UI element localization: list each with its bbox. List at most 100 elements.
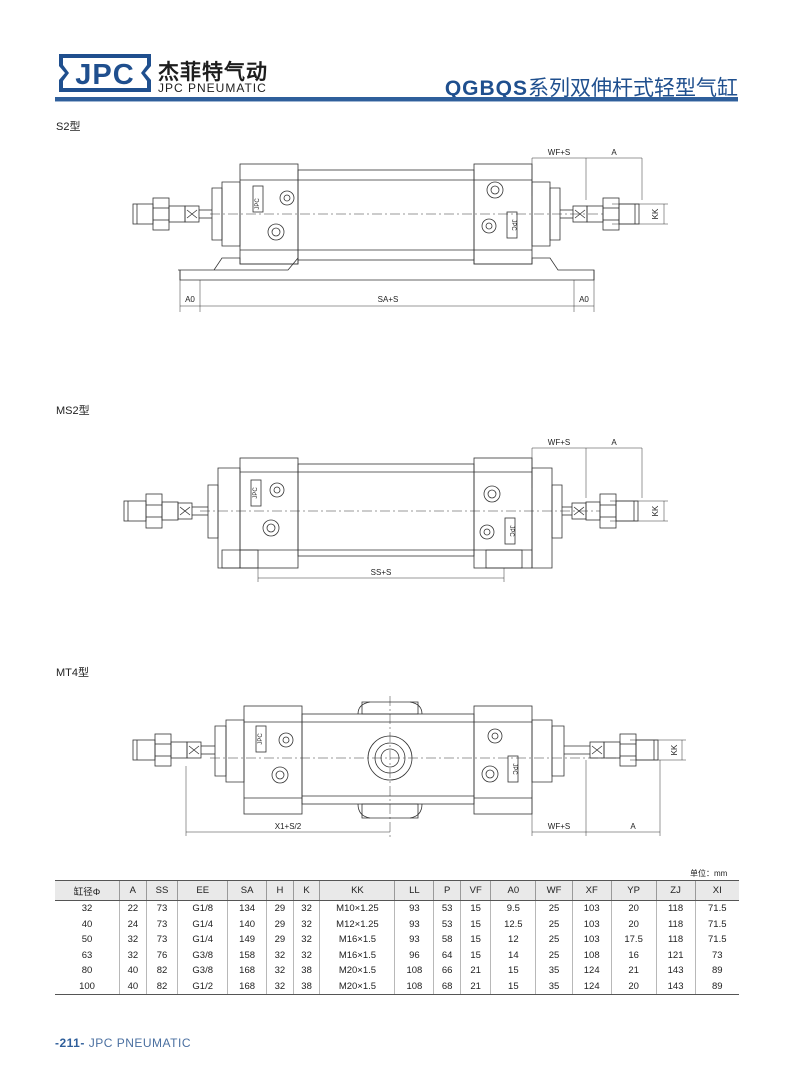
table-cell: 17.5 (610, 932, 657, 948)
table-cell: 73 (145, 916, 178, 932)
page-header: JPC 杰菲特气动 JPC PNEUMATIC QGBQS系列双伸杆式轻型气缸 (0, 0, 800, 110)
s2-dim-wf-s: WF+S (548, 148, 570, 157)
table-cell: 32 (266, 947, 294, 963)
table-cell: 53 (433, 916, 461, 932)
page-number: -211- (55, 1036, 85, 1050)
table-cell: 40 (119, 978, 147, 995)
table-cell: 32 (266, 963, 294, 979)
spec-table: 缸径Φ A SS EE SA H K KK LL P VF A0 WF XF Y… (55, 880, 739, 995)
table-cell: 38 (292, 978, 320, 995)
table-cell: 9.5 (490, 900, 536, 917)
table-cell: 82 (145, 978, 178, 995)
s2-dim-a0-left: A0 (185, 295, 195, 304)
table-cell: 143 (655, 963, 695, 979)
table-cell: 140 (227, 916, 267, 932)
s2-drawing: JPC JPC WF+S A KK A0 SA+S A0 (132, 148, 668, 312)
ms2-dim-ss-s: SS+S (371, 568, 392, 577)
table-header: EE (177, 880, 228, 901)
table-cell: 71.5 (694, 900, 739, 917)
table-cell: 108 (394, 963, 434, 979)
table-cell: 25 (535, 947, 573, 963)
table-header: SA (227, 880, 267, 901)
table-cell: M16×1.5 (319, 932, 395, 948)
table-cell: 21 (460, 978, 491, 995)
table-cell: 20 (610, 978, 657, 995)
table-cell: M20×1.5 (319, 978, 395, 995)
table-cell: G1/4 (177, 932, 228, 948)
s2-dim-a0-right: A0 (579, 295, 589, 304)
table-header: KK (319, 880, 395, 901)
table-cell: 29 (266, 900, 294, 917)
table-cell: 20 (610, 916, 657, 932)
table-cell: G1/8 (177, 900, 228, 917)
table-cell: 16 (610, 947, 657, 963)
table-cell: 73 (145, 900, 178, 917)
series-name: 系列双伸杆式轻型气缸 (528, 77, 738, 100)
table-header-row: 缸径Φ A SS EE SA H K KK LL P VF A0 WF XF Y… (55, 880, 739, 901)
table-cell: 73 (694, 947, 739, 963)
table-cell: 82 (145, 963, 178, 979)
ms2-left-badge: JPC (253, 487, 259, 499)
table-cell: 118 (655, 916, 695, 932)
table-cell: 89 (694, 963, 739, 979)
table-cell: 25 (535, 916, 573, 932)
table-cell: 29 (266, 932, 294, 948)
table-cell: 29 (266, 916, 294, 932)
page-footer: -211- JPC PNEUMATIC (55, 1036, 191, 1050)
table-cell: 89 (694, 978, 739, 995)
table-cell: M20×1.5 (319, 963, 395, 979)
table-cell: 66 (433, 963, 461, 979)
s2-dim-a: A (611, 148, 617, 157)
table-cell: 21 (610, 963, 657, 979)
mt4-right-badge: JPC (511, 763, 517, 775)
table-cell: G1/4 (177, 916, 228, 932)
table-cell: 73 (145, 932, 178, 948)
table-cell: 32 (119, 947, 147, 963)
table-cell: 118 (655, 932, 695, 948)
table-cell: 124 (571, 963, 612, 979)
ms2-right-badge: JPC (508, 525, 514, 537)
mt4-drawing: JPC JPC KK X1+S/2 WF+S A (132, 696, 686, 840)
table-cell: 121 (655, 947, 695, 963)
table-header: 缸径Φ (55, 880, 120, 901)
table-cell: G3/8 (177, 963, 228, 979)
table-cell: 38 (292, 963, 320, 979)
table-header: A0 (490, 880, 536, 901)
mt4-dim-kk: KK (670, 744, 679, 755)
table-cell: 80 (81, 965, 93, 977)
table-cell: M12×1.25 (319, 916, 395, 932)
section-label-ms2: MS2型 (56, 405, 90, 417)
table-header: K (292, 880, 320, 901)
table-cell: M16×1.5 (319, 947, 395, 963)
mt4-dim-a: A (630, 822, 636, 831)
table-cell: 15 (460, 916, 491, 932)
table-cell: 32 (119, 932, 147, 948)
table-cell: 50 (81, 934, 93, 946)
table-cell: 103 (571, 932, 612, 948)
table-cell: 25 (535, 932, 573, 948)
table-cell: 93 (394, 932, 434, 948)
table-cell: 168 (227, 963, 267, 979)
table-cell: 24 (119, 916, 147, 932)
table-cell: 64 (433, 947, 461, 963)
table-header: ZJ (655, 880, 695, 901)
table-cell: 124 (571, 978, 612, 995)
table-cell: 12.5 (490, 916, 536, 932)
section-label-s2: S2型 (56, 121, 81, 133)
table-cell: 12 (490, 932, 536, 948)
table-cell: 143 (655, 978, 695, 995)
svg-text:JPC: JPC (75, 59, 134, 91)
table-cell: 15 (490, 963, 536, 979)
table-cell: G1/2 (177, 978, 228, 995)
table-cell: 14 (490, 947, 536, 963)
table-cell: 32 (266, 978, 294, 995)
table-header: XF (571, 880, 612, 901)
table-cell: 93 (394, 900, 434, 917)
brand-english-name: JPC PNEUMATIC (158, 81, 267, 95)
header-divider (55, 97, 738, 101)
table-cell: 15 (460, 947, 491, 963)
